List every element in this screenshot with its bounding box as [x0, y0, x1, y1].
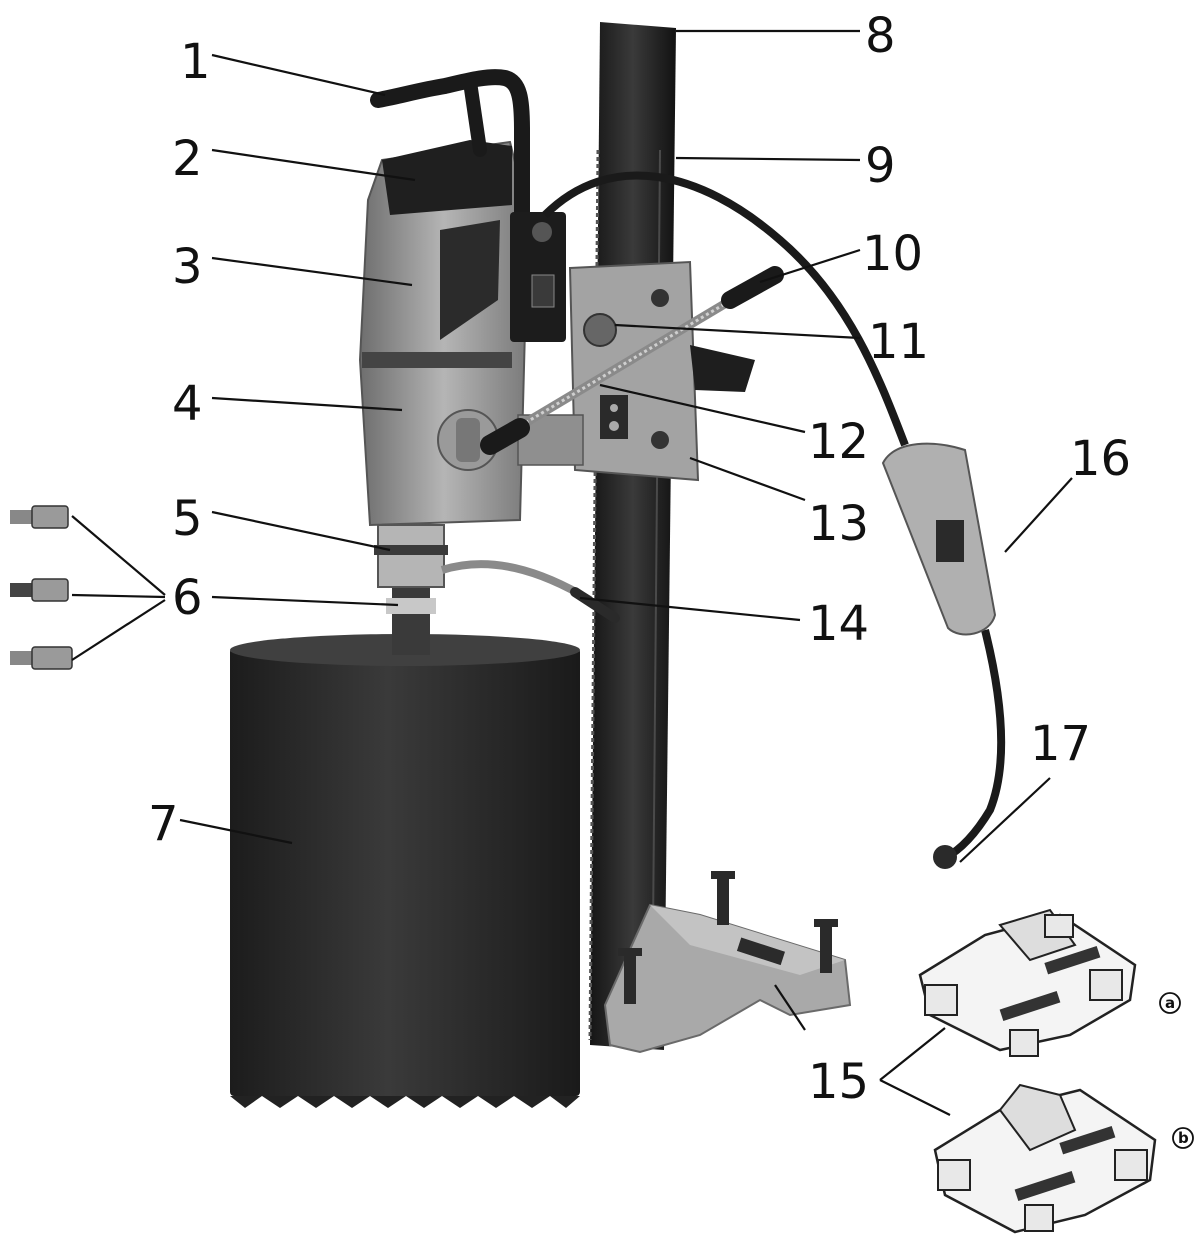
top-handle	[370, 69, 530, 238]
core-bit	[230, 634, 580, 1108]
variant-a-label: a	[1165, 994, 1175, 1012]
variant-b-label: b	[1178, 1129, 1189, 1147]
leader-2	[211, 148, 416, 182]
base-variant-a	[918, 908, 1137, 1057]
leader-10	[759, 248, 861, 284]
label-6: 6	[172, 570, 203, 626]
leader-15b	[879, 1079, 951, 1116]
label-12: 12	[808, 414, 869, 470]
power-cable	[542, 171, 1006, 869]
label-9: 9	[865, 138, 896, 194]
label-1: 1	[180, 34, 211, 90]
leader-12	[599, 383, 806, 434]
leader-5	[211, 510, 391, 552]
leader-15	[774, 984, 806, 1031]
leader-1	[211, 53, 386, 97]
leader-9	[675, 156, 861, 162]
adapters	[10, 505, 73, 670]
label-11: 11	[868, 314, 929, 370]
water-hose	[440, 560, 620, 623]
motor-housing	[358, 140, 530, 527]
leader-7	[179, 818, 293, 845]
leader-6	[211, 595, 399, 607]
label-3: 3	[172, 239, 203, 295]
callout-numbers: 1 2 3 4 5 6 7 8 9 10 11 12 13 14 15 16 1…	[148, 8, 1131, 1110]
label-13: 13	[808, 496, 869, 552]
drill-base	[603, 871, 852, 1054]
leader-15a	[879, 1027, 946, 1081]
leader-6b	[71, 593, 166, 599]
label-5: 5	[172, 491, 203, 547]
leader-11	[614, 323, 861, 340]
label-16: 16	[1070, 431, 1131, 487]
variant-markers: a b	[1159, 992, 1194, 1149]
label-7: 7	[148, 796, 179, 852]
base-variant-b	[933, 1083, 1157, 1234]
leader-4	[211, 396, 403, 412]
leader-14	[579, 596, 801, 622]
leader-3	[211, 256, 413, 287]
leader-6c	[71, 599, 166, 661]
label-4: 4	[172, 376, 203, 432]
label-2: 2	[172, 131, 203, 187]
label-10: 10	[862, 226, 923, 282]
label-17: 17	[1030, 716, 1091, 772]
leader-17	[959, 777, 1051, 863]
leader-16	[1004, 477, 1073, 553]
leader-lines	[71, 29, 1073, 1116]
label-15: 15	[808, 1054, 869, 1110]
switch-panel	[510, 212, 566, 342]
label-8: 8	[865, 8, 896, 64]
leader-13	[689, 456, 806, 502]
label-14: 14	[808, 596, 869, 652]
leader-6a	[71, 515, 166, 596]
spindle	[374, 524, 448, 655]
